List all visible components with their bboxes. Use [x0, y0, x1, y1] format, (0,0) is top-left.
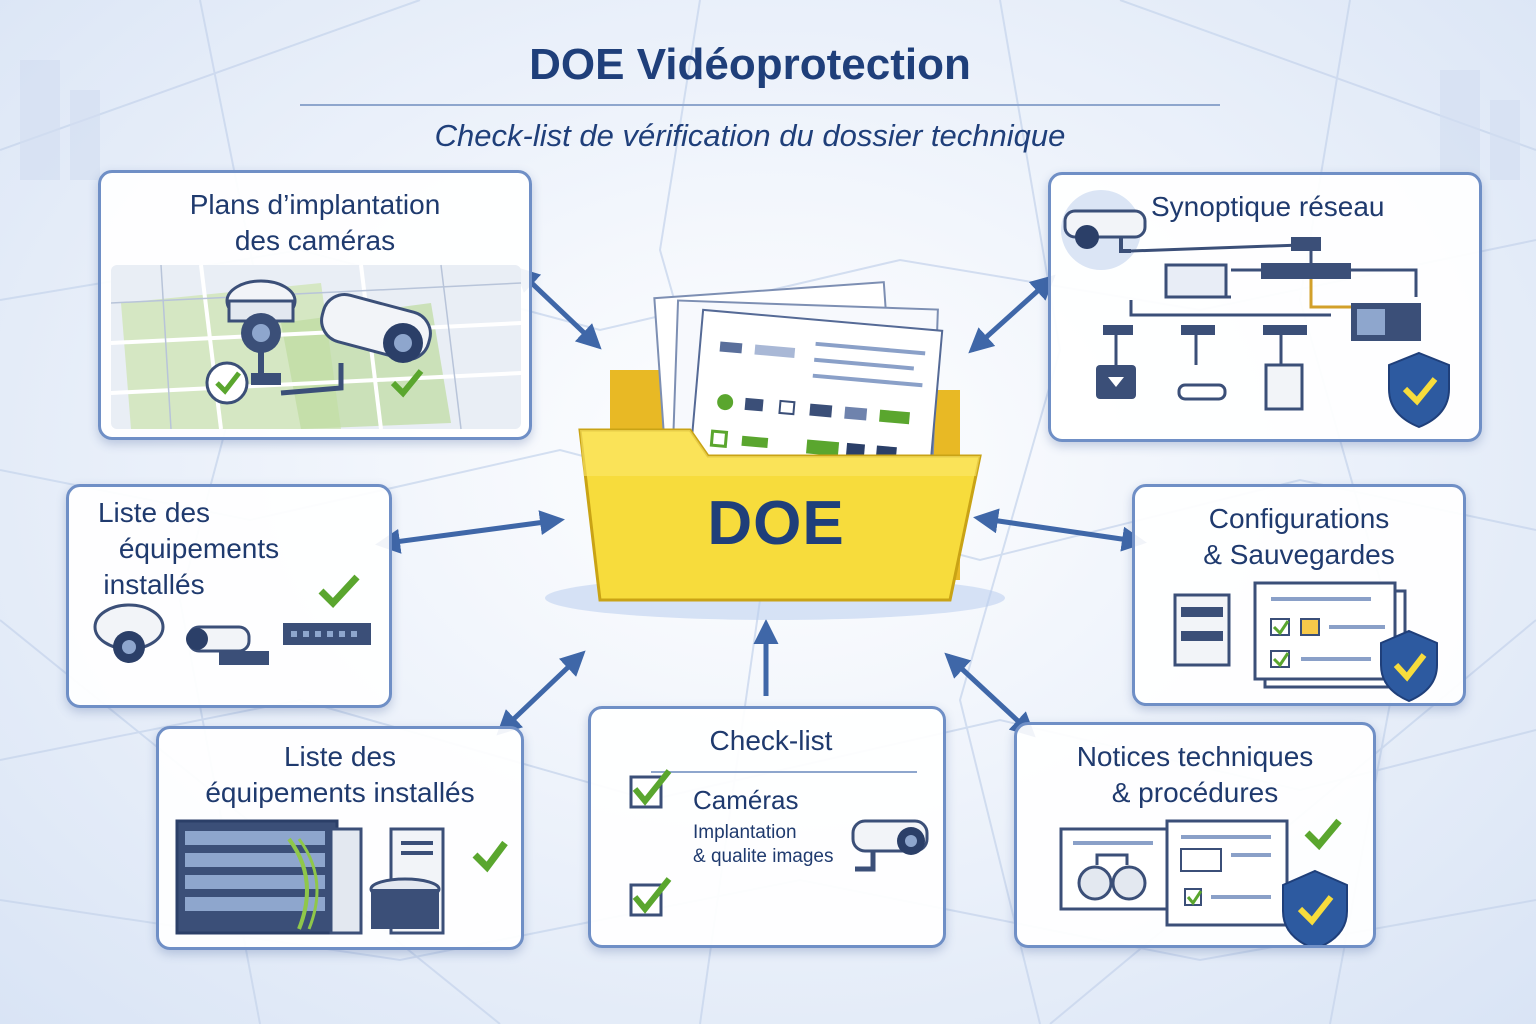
arrow-synoptique [968, 274, 1056, 354]
doe-folder-icon [545, 281, 1005, 620]
page-subtitle: Check-list de vérification du dossier te… [434, 118, 1066, 153]
arrow-liste2 [496, 650, 586, 736]
title-divider [300, 104, 1220, 106]
card-config-title-line2: & Sauvegardes [1203, 539, 1395, 570]
page-title: DOE Vidéoprotection [529, 40, 971, 89]
card-liste-equipements-2[interactable]: Liste des équipements installés [156, 726, 524, 950]
checklist-item-detail-line2: & qualite images [693, 846, 834, 867]
doe-folder-label: DOE [707, 489, 845, 558]
card-liste1-title-line3: installés [103, 569, 205, 600]
card-liste-equipements-1[interactable]: Liste des équipements installés [66, 484, 392, 708]
card-checklist-title: Check-list [709, 725, 833, 756]
arrow-liste1 [375, 510, 565, 554]
card-notices-title-line1: Notices techniques [1076, 741, 1314, 772]
card-liste1-title-line2: équipements [118, 533, 280, 564]
card-liste1-title-line1: Liste des [97, 497, 211, 528]
arrow-configurations [973, 508, 1147, 552]
arrow-notices [944, 652, 1036, 738]
card-plans-title-line1: Plans d’implantation [189, 189, 441, 220]
checklist-item-detail-line1: Implantation [693, 822, 797, 843]
configuration-illustration [1173, 581, 1438, 703]
card-liste2-title-line2: équipements installés [205, 777, 475, 808]
card-config-title-line1: Configurations [1208, 503, 1390, 534]
card-synoptique-reseau[interactable]: Synoptique réseau [1048, 172, 1482, 442]
card-notices-title-line2: & procédures [1111, 777, 1279, 808]
card-liste2-title-line1: Liste des [283, 741, 397, 772]
card-notices-procedures[interactable]: Notices techniques & procédures [1014, 722, 1376, 948]
checklist-divider [651, 771, 917, 773]
card-configurations-sauvegardes[interactable]: Configurations & Sauvegardes [1132, 484, 1466, 706]
card-checklist[interactable]: Check-list Caméras Implantation & qualit… [588, 706, 946, 948]
checklist-illustration [629, 769, 929, 917]
server-rack-illustration [175, 819, 508, 935]
camera-map-illustration [110, 264, 522, 430]
card-plans-implantation[interactable]: Plans d’implantation des caméras [98, 170, 532, 440]
documentation-illustration [1059, 818, 1348, 945]
card-plans-title-line2: des caméras [234, 225, 396, 256]
network-diagram-illustration [1061, 190, 1450, 429]
card-synoptique-title: Synoptique réseau [1151, 191, 1385, 222]
checklist-item-cameras: Caméras [693, 785, 799, 815]
equipment-illustration [93, 574, 371, 665]
